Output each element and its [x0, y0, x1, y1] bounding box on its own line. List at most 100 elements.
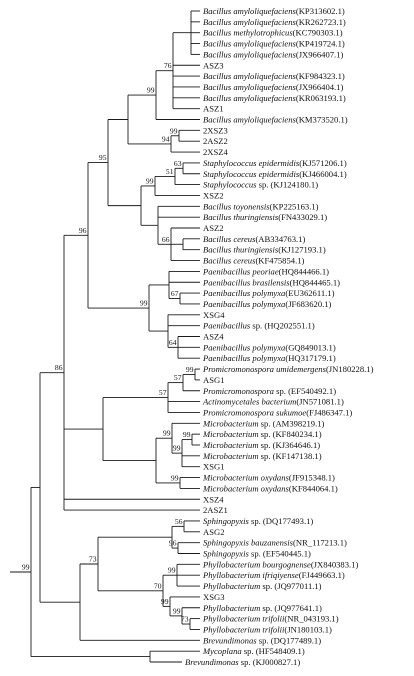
bootstrap-value: 99: [170, 126, 178, 135]
taxon-species-name: Staphylococcus epidermidis: [203, 169, 300, 179]
taxon-accession: ASG1: [203, 375, 225, 385]
bootstrap-value: 63: [174, 159, 182, 168]
taxon-label: Bacillus amyloliquefaciens(KM373520.1): [203, 115, 348, 125]
taxon-label: Bacillus thuringiensis(KJ127193.1): [203, 245, 326, 255]
taxon-label: ASG1: [203, 375, 225, 385]
taxon-label: Bacillus methylotrophicus(KC790303.1): [203, 28, 343, 38]
taxon-label: Paenibacillus sp. (HQ202551.1): [202, 321, 315, 331]
bootstrap-value: 99: [186, 365, 194, 374]
taxon-species-name: Phyllobacterium trifolii: [202, 624, 285, 634]
taxon-accession: (KC790303.1): [293, 28, 343, 38]
taxon-label: Phyllobacterium sp. (JQ977011.1): [202, 581, 322, 591]
bootstrap-values: 7699999463519995669699676457995799999999…: [22, 61, 194, 623]
taxon-species-name: Bacillus toyonensis: [203, 201, 270, 211]
bootstrap-value: 57: [174, 373, 182, 382]
taxon-accession: (JX966407.1): [296, 49, 344, 59]
bootstrap-value: 95: [99, 153, 107, 162]
taxon-accession: XSZ4: [203, 494, 224, 504]
tree-branches: [10, 10, 200, 663]
taxon-label: Bacillus toyonensis(KP225163.1): [203, 201, 319, 211]
bootstrap-value: 56: [175, 517, 183, 526]
taxon-accession: (KJ127193.1): [278, 245, 326, 255]
taxon-label: 2XSZ4: [203, 147, 229, 157]
taxon-accession: (JF683620.1): [285, 299, 331, 309]
taxon-accession: (JX840383.1): [311, 559, 359, 569]
taxon-label: 2ASZ2: [203, 136, 228, 146]
taxon-label: Mycoplana sp. (HF548409.1): [202, 646, 305, 656]
taxon-species-name: Bacillus amyloliquefaciens: [203, 82, 296, 92]
taxon-species-name: Bacillus amyloliquefaciens: [203, 6, 296, 16]
taxon-label: Phyllobacterium ifriqiyense(FJ449663.1): [202, 570, 345, 580]
taxon-label: Microbacterium sp. (KJ364646.1): [202, 440, 320, 450]
taxon-species-name: Sphingopyxis bauzanensis: [203, 538, 294, 548]
taxon-species-name: Phyllobacterium bourgognense: [202, 559, 311, 569]
bootstrap-value: 99: [22, 563, 30, 572]
taxon-accession: sp. (KJ124180.1): [256, 180, 318, 190]
taxon-label: Phyllobacterium trifolii(NR_043193.1): [202, 614, 339, 624]
taxon-label: Microbacterium sp. (KF840234.1): [202, 429, 322, 439]
taxon-species-name: Sphingopyxis: [203, 516, 249, 526]
taxon-label: Paenibacillus polymyxa(GQ849013.1): [202, 342, 336, 352]
taxon-species-name: Microbacterium oxydans: [202, 483, 289, 493]
taxon-species-name: Phyllobacterium ifriqiyense: [202, 570, 299, 580]
taxon-label: Phyllobacterium trifolii(JN180103.1): [202, 624, 332, 634]
taxon-species-name: Bacillus amyloliquefaciens: [203, 17, 296, 27]
taxon-accession: XSG4: [203, 310, 225, 320]
taxon-accession: sp. (KJ000827.1): [239, 657, 301, 667]
taxon-label: Paenibacillus peoriae(HQ844466.1): [202, 266, 329, 276]
taxon-label: XSZ2: [203, 190, 224, 200]
taxon-accession: (JN180228.1): [326, 364, 374, 374]
bootstrap-value: 70: [154, 581, 162, 590]
taxon-accession: (KR262723.1): [296, 17, 346, 27]
bootstrap-value: 99: [147, 86, 155, 95]
taxon-label: Bacillus cereus(KF475854.1): [203, 256, 305, 266]
taxon-species-name: Promicromonospora sukumoe: [202, 407, 306, 417]
bootstrap-value: 99: [163, 429, 171, 438]
taxon-accession: (KF475854.1): [255, 256, 304, 266]
taxon-label: Microbacterium oxydans(JF915348.1): [202, 473, 335, 483]
taxon-species-name: Bacillus thuringiensis: [203, 245, 279, 255]
bootstrap-value: 66: [162, 235, 170, 244]
taxon-accession: 2XSZ3: [203, 125, 228, 135]
taxon-label: Bacillus thuringiensis(FN433029.1): [203, 212, 327, 222]
taxon-species-name: Brevundimonas: [185, 657, 239, 667]
taxon-species-name: Phyllobacterium: [202, 603, 260, 613]
bootstrap-value: 57: [159, 388, 167, 397]
taxon-accession: (KF984323.1): [296, 71, 345, 81]
taxon-species-name: Bacillus amyloliquefaciens: [203, 115, 296, 125]
taxon-label: XSG1: [203, 462, 225, 472]
bootstrap-value: 99: [173, 444, 181, 453]
taxon-accession: (FJ449663.1): [299, 570, 345, 580]
taxon-label: XSG3: [203, 592, 225, 602]
taxon-accession: (HQ844465.1): [290, 277, 341, 287]
taxon-species-name: Paenibacillus peoriae: [202, 266, 279, 276]
taxon-species-name: Promicromonospora: [202, 386, 274, 396]
taxon-accession: sp. (DQ177489.1): [257, 635, 322, 645]
taxon-label: ASZ1: [203, 104, 224, 114]
taxon-label: Brevundimonas sp. (DQ177489.1): [203, 635, 321, 645]
bootstrap-value: 99: [183, 430, 191, 439]
taxon-species-name: Bacillus cereus: [203, 256, 256, 266]
bootstrap-value: 73: [89, 555, 97, 564]
taxon-species-name: Paenibacillus polymyxa: [202, 342, 285, 352]
taxon-accession: (NR_117213.1): [293, 538, 347, 548]
bootstrap-value: 99: [171, 473, 179, 482]
bootstrap-value: 76: [164, 61, 172, 70]
bootstrap-value: 86: [55, 363, 63, 372]
taxon-accession: sp. (DQ177493.1): [249, 516, 314, 526]
taxon-label: Brevundimonas sp. (KJ000827.1): [185, 657, 300, 667]
taxon-accession: (HQ844466.1): [279, 266, 330, 276]
taxon-species-name: Microbacterium: [202, 418, 259, 428]
taxon-label: ASZ3: [203, 60, 224, 70]
taxon-label: XSZ4: [203, 494, 224, 504]
taxon-label: Bacillus amyloliquefaciens(KR262723.1): [203, 17, 346, 27]
taxon-label: Paenibacillus brasilensis(HQ844465.1): [202, 277, 340, 287]
taxon-species-name: Paenibacillus polymyxa: [202, 299, 285, 309]
taxon-accession: (NR_043193.1): [284, 614, 338, 624]
taxon-species-name: Paenibacillus brasilensis: [202, 277, 290, 287]
taxon-label: Bacillus amyloliquefaciens(KP419724.1): [203, 39, 345, 49]
taxon-label: Bacillus amyloliquefaciens(KR063193.1): [203, 93, 346, 103]
taxon-accession: (KJ571206.1): [299, 158, 347, 168]
bootstrap-value: 64: [169, 338, 177, 347]
